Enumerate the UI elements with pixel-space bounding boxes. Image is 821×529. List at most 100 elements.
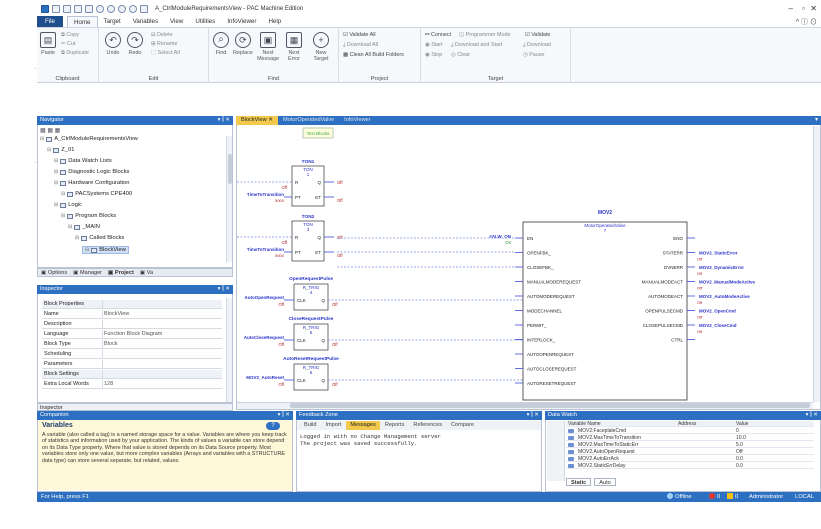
data-watch-pin-controls[interactable]: ▾ ⫿ ✕: [805, 412, 818, 418]
property-value[interactable]: BlockView: [104, 311, 130, 317]
ribbon-help-controls[interactable]: ^ ⓘ ⊙: [795, 19, 817, 26]
inspector-pin-controls[interactable]: ▾ ⫿ ✕: [217, 286, 230, 292]
new-icon[interactable]: [52, 5, 60, 13]
navigator-tab-options[interactable]: ▣ Options: [41, 270, 67, 276]
expand-icon[interactable]: ⊟: [54, 158, 59, 164]
undo-icon[interactable]: [96, 5, 104, 13]
duplicate-button[interactable]: ⧉ Duplicate: [61, 50, 89, 56]
column-header[interactable]: Value: [736, 421, 749, 427]
save-icon[interactable]: [74, 5, 82, 13]
tree-item[interactable]: ⊟_MAIN: [68, 224, 100, 230]
variable-value[interactable]: 0: [736, 428, 739, 434]
expand-icon[interactable]: ⊟: [54, 169, 59, 175]
connection-status[interactable]: Offline: [667, 492, 692, 502]
feedback-pin-controls[interactable]: ▾ ⫿ ✕: [526, 412, 539, 418]
settings-icon[interactable]: [140, 5, 148, 13]
property-row[interactable]: Block Settings: [42, 370, 222, 379]
editor-tab[interactable]: InfoViewer: [344, 117, 371, 123]
download-all-button[interactable]: ⤓ Download All: [343, 42, 379, 48]
inspector-scrollbar[interactable]: [226, 298, 232, 402]
column-header[interactable]: Variable Name: [568, 421, 601, 427]
editor-tab[interactable]: MotorOperatedValve: [282, 117, 335, 123]
navigator-tab-project[interactable]: ▣ Project: [108, 270, 134, 276]
property-value[interactable]: Function Block Diagram: [104, 331, 163, 337]
expand-icon[interactable]: ⊟: [85, 247, 90, 253]
data-watch-tab-static[interactable]: Static: [566, 478, 592, 486]
feedback-tab-compare[interactable]: Compare: [451, 422, 475, 428]
rename-button[interactable]: ⊞ Rename: [151, 41, 178, 47]
data-watch-tab-auto[interactable]: Auto: [594, 478, 616, 486]
editor-vertical-scrollbar[interactable]: [813, 126, 820, 402]
companion-pin-controls[interactable]: ▾ ⫿ ✕: [277, 412, 290, 418]
restore-button[interactable]: ▫: [802, 4, 805, 13]
expand-icon[interactable]: ⊟: [61, 213, 66, 219]
navigator-tab-va[interactable]: ▣ Va: [140, 270, 153, 276]
close-button[interactable]: ✕: [810, 4, 817, 13]
refresh-icon[interactable]: [118, 5, 126, 13]
redo-button[interactable]: ↷ Redo: [127, 32, 143, 56]
feedback-tab-import[interactable]: Import: [325, 422, 342, 428]
r-trig-block[interactable]: [293, 323, 329, 351]
companion-help-icon[interactable]: ?: [266, 422, 280, 430]
navigator-tab-manager[interactable]: ▣ Manager: [73, 270, 102, 276]
expand-icon[interactable]: ⊟: [54, 180, 59, 186]
tree-item[interactable]: ⊟Logic: [54, 202, 82, 208]
tree-item[interactable]: ⊟Z_01: [47, 147, 74, 153]
clear-button[interactable]: ◎ Clear: [451, 52, 471, 58]
mov-block[interactable]: [522, 221, 688, 401]
variable-value[interactable]: 10.0: [736, 435, 746, 441]
minimize-button[interactable]: –: [788, 4, 793, 13]
validate-button[interactable]: ☑ Validate: [525, 32, 551, 38]
expand-icon[interactable]: ⊟: [75, 235, 80, 241]
expand-icon[interactable]: ⊟: [68, 224, 73, 230]
tree-item[interactable]: ⊟Program Blocks: [61, 213, 116, 219]
connect-button[interactable]: ⚯ Connect: [425, 32, 452, 38]
open-icon[interactable]: [63, 5, 71, 13]
property-value[interactable]: 128: [104, 381, 114, 387]
tree-item[interactable]: ⊟PACSystems CPE400: [61, 191, 132, 197]
redo-icon[interactable]: [107, 5, 115, 13]
editor-horizontal-scroll-thumb[interactable]: [290, 403, 810, 408]
feedback-tab-build[interactable]: Build: [304, 422, 317, 428]
tree-item[interactable]: ⊟A_CtrlModuleRequirementsView: [40, 136, 138, 142]
expand-icon[interactable]: ⊟: [40, 136, 45, 142]
start-button[interactable]: ◉ Start: [425, 42, 443, 48]
stop-button[interactable]: ◉ Stop: [425, 52, 443, 58]
new-target-button[interactable]: + New Target: [309, 32, 333, 62]
undo-button[interactable]: ↶ Undo: [105, 32, 121, 56]
select-all-button[interactable]: ⬚ Select All: [151, 50, 180, 56]
help-icon[interactable]: [129, 5, 137, 13]
variable-value[interactable]: Off: [736, 449, 743, 455]
programmer-mode-button[interactable]: ◫ Programmer Mode: [459, 32, 511, 38]
inspector-footer-tab[interactable]: Inspector: [37, 403, 233, 411]
cut-button[interactable]: ✂ Cut: [61, 41, 76, 47]
tree-item[interactable]: ⊟Hardware Configuration: [54, 180, 129, 186]
r-trig-block[interactable]: [293, 283, 329, 311]
feedback-tab-reports[interactable]: Reports: [384, 422, 405, 428]
menu-file[interactable]: File: [37, 16, 63, 27]
validate-all-button[interactable]: ☑ Validate All: [343, 32, 376, 38]
pause-button[interactable]: ◷ Pause: [523, 52, 545, 58]
tree-item[interactable]: ⊟Data Watch Lists: [54, 158, 112, 164]
copy-button[interactable]: ⧉ Copy: [61, 32, 79, 38]
download-button[interactable]: ⤓ Download: [523, 42, 551, 48]
tree-item[interactable]: ⊟BlockView: [82, 246, 129, 254]
property-row[interactable]: Block Properties: [42, 300, 222, 309]
menu-variables[interactable]: Variables: [132, 18, 159, 25]
tree-item[interactable]: ⊟Called Blocks: [75, 235, 124, 241]
property-row[interactable]: Description: [42, 320, 222, 329]
menu-view[interactable]: View: [170, 18, 184, 25]
menu-help[interactable]: Help: [268, 18, 282, 25]
menu-infoviewer[interactable]: InfoViewer: [227, 18, 257, 25]
column-header[interactable]: Address: [678, 421, 697, 427]
navigator-scrollbar[interactable]: [226, 136, 232, 262]
property-row[interactable]: Parameters: [42, 360, 222, 369]
